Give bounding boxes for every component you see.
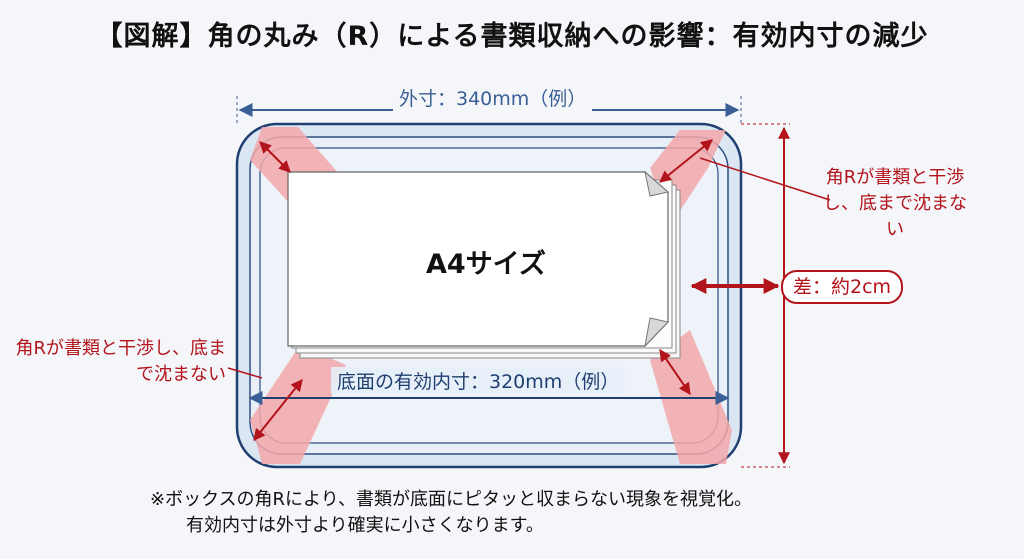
curled-corner-top — [644, 170, 670, 197]
curled-corner-bottom — [644, 317, 669, 348]
difference-badge: 差：約2cm — [781, 270, 904, 304]
footer-line-1: ※ボックスの角Rにより、書類が底面にピタッと収まらない現象を視覚化。 — [150, 489, 752, 510]
corner-interference-note-right: 角Rが書類と干渉し、底まで沈まない — [823, 167, 967, 240]
footer-line-2: 有効内寸は外寸より確実に小さくなります。 — [186, 515, 544, 536]
outer-dimension-label: 外寸：340mm（例） — [393, 84, 593, 111]
paper-size-label: A4サイズ — [426, 249, 546, 280]
leader-right — [699, 157, 831, 201]
inner-dimension-label: 底面の有効内寸：320mm（例） — [331, 367, 626, 394]
footer-note: ※ボックスの角Rにより、書類が底面にピタッと収まらない現象を視覚化。 有効内寸は… — [150, 487, 752, 539]
corner-arrows — [253, 139, 713, 441]
diagram-title: 【図解】角の丸み（R）による書類収納への影響：有効内寸の減少 — [95, 21, 929, 52]
corner-interference-note-left: 角Rが書類と干渉し、底まで沈まない — [15, 338, 226, 385]
paper-stack — [287, 170, 681, 359]
leader-left — [227, 367, 263, 379]
